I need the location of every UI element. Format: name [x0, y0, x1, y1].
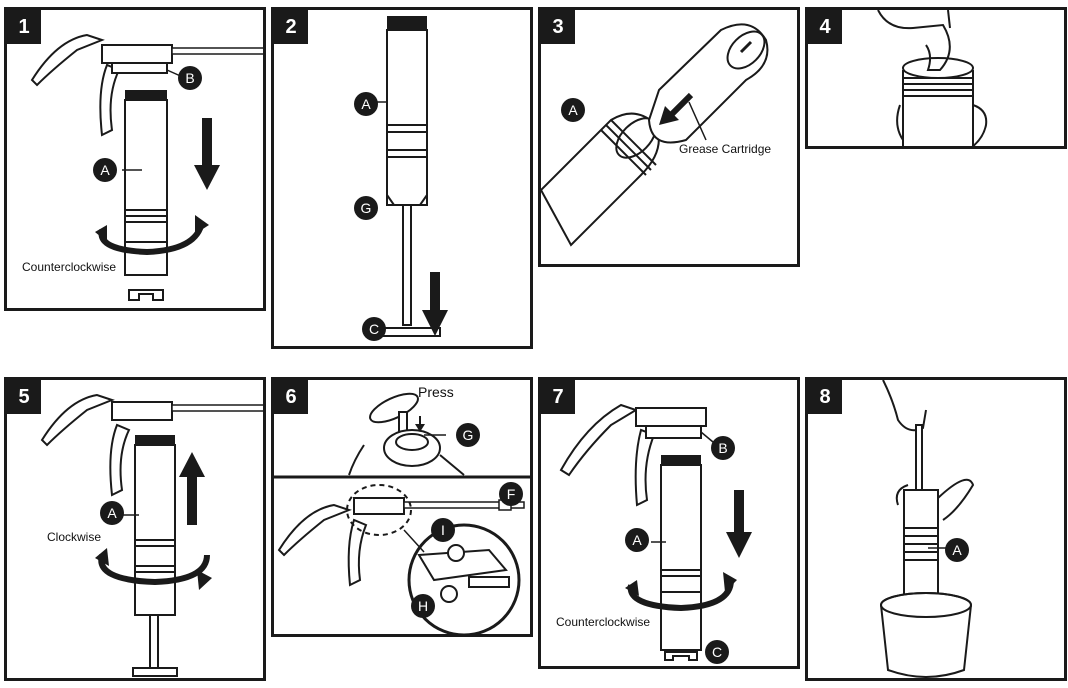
callout-a: A — [354, 92, 378, 116]
panel-step-3: 3 A Grease Cartridge — [538, 7, 800, 267]
label-grease-cartridge: Grease Cartridge — [679, 142, 772, 156]
panel-step-5: 5 A Clockwise — [4, 377, 266, 681]
callout-a: A — [625, 528, 649, 552]
bleed-air-illustration — [274, 392, 530, 634]
step-number-6: 6 — [274, 380, 308, 414]
callout-c: C — [705, 640, 729, 664]
step-number-2: 2 — [274, 10, 308, 44]
plunger-pull-illustration — [373, 16, 448, 337]
remove-seal-illustration — [877, 10, 988, 146]
insert-cartridge-illustration — [541, 23, 769, 247]
label-press: Press — [418, 384, 454, 400]
callout-h: H — [411, 594, 435, 618]
callout-c: C — [362, 317, 386, 341]
callout-a: A — [100, 501, 124, 525]
callout-g: G — [354, 196, 378, 220]
callout-a: A — [561, 98, 585, 122]
bulk-fill-illustration — [880, 380, 975, 678]
callout-b: B — [711, 436, 735, 460]
panel-step-2: 2 A G C — [271, 7, 533, 349]
grease-gun-unscrew-illustration — [30, 33, 263, 301]
label-clockwise: Clockwise — [47, 530, 102, 544]
callout-b: B — [178, 66, 202, 90]
step-number-1: 1 — [7, 10, 41, 44]
label-counterclockwise: Counterclockwise — [22, 260, 117, 274]
step-number-4: 4 — [808, 10, 842, 44]
callout-f: F — [499, 482, 523, 506]
step-number-3: 3 — [541, 10, 575, 44]
panel-step-1: 1 A B Counterclockwise — [4, 7, 266, 311]
grease-gun-reassemble-illustration — [559, 403, 752, 661]
step-number-8: 8 — [808, 380, 842, 414]
callout-a: A — [945, 538, 969, 562]
panel-step-6: 6 Press G F I H — [271, 377, 533, 637]
step-number-7: 7 — [541, 380, 575, 414]
callout-a: A — [93, 158, 117, 182]
panel-step-4: 4 — [805, 7, 1067, 149]
label-counterclockwise: Counterclockwise — [556, 615, 651, 629]
step-number-5: 5 — [7, 380, 41, 414]
callout-g: G — [456, 423, 480, 447]
panel-step-8: 8 A — [805, 377, 1067, 681]
callout-i: I — [431, 518, 455, 542]
grease-gun-screw-illustration — [40, 393, 263, 677]
panel-step-7: 7 B A C Counterclockwise — [538, 377, 800, 669]
